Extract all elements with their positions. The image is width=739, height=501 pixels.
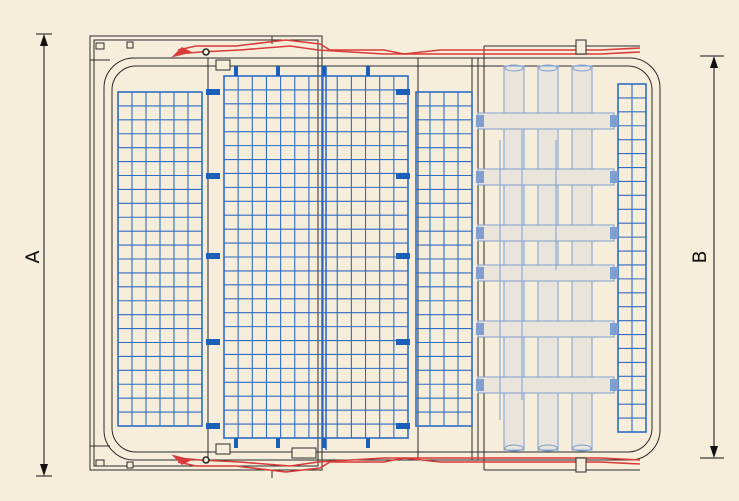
slat-clip [476,267,484,279]
mesh-clips [206,66,410,448]
mesh-clip [206,423,220,429]
slat-cap [538,64,558,72]
slat-clip [610,115,618,127]
mesh-clip [206,173,220,179]
mesh-clip [322,66,326,76]
hinge-plates [215,39,587,473]
slat-clip [476,323,484,335]
mesh-clip [396,253,410,259]
vertical-slat [571,65,593,451]
hinge-bottom [171,454,641,473]
mesh-clip [276,438,280,448]
slat-clip [476,115,484,127]
horizontal-slat [477,168,615,186]
slat-cap [538,444,558,452]
slat-clip [476,227,484,239]
slat-section [476,64,618,452]
slat-clip [476,171,484,183]
mesh-clip [396,423,410,429]
mesh-clip [206,253,220,259]
horizontal-slat [477,320,615,338]
mesh-clip [366,66,370,76]
slat-cap [572,64,592,72]
slat-clip [610,227,618,239]
vertical-slat [537,65,559,451]
hinge-top [171,39,641,58]
vertical-slat [503,65,525,451]
mesh-panel-center [223,66,409,450]
slat-cap [504,444,524,452]
dimension-b-label: B [689,250,711,263]
mesh-panel-left [117,91,203,427]
slat-clip [610,323,618,335]
slat-cap [504,64,524,72]
mesh-clip [396,173,410,179]
mesh-clip [206,89,220,95]
dimension-b: B [689,55,724,459]
slat-clip [610,379,618,391]
mesh-clip [234,66,238,76]
mesh-clip [366,438,370,448]
horizontal-slat [477,376,615,394]
dimension-a: A [22,33,52,477]
horizontal-slat [477,264,615,282]
slat-clip [610,171,618,183]
mesh-panel-head [617,83,647,433]
horizontal-slat [477,112,615,130]
slat-cap [572,444,592,452]
mesh-clip [396,89,410,95]
mesh-panel-right [415,91,473,427]
dimension-a-label: A [22,251,44,264]
horizontal-slat [477,224,615,242]
mesh-clip [322,438,326,448]
slat-clip [476,379,484,391]
mesh-clip [234,438,238,448]
mesh-clip [206,339,220,345]
mesh-clip [396,339,410,345]
mesh-clip [276,66,280,76]
slat-clip [610,267,618,279]
